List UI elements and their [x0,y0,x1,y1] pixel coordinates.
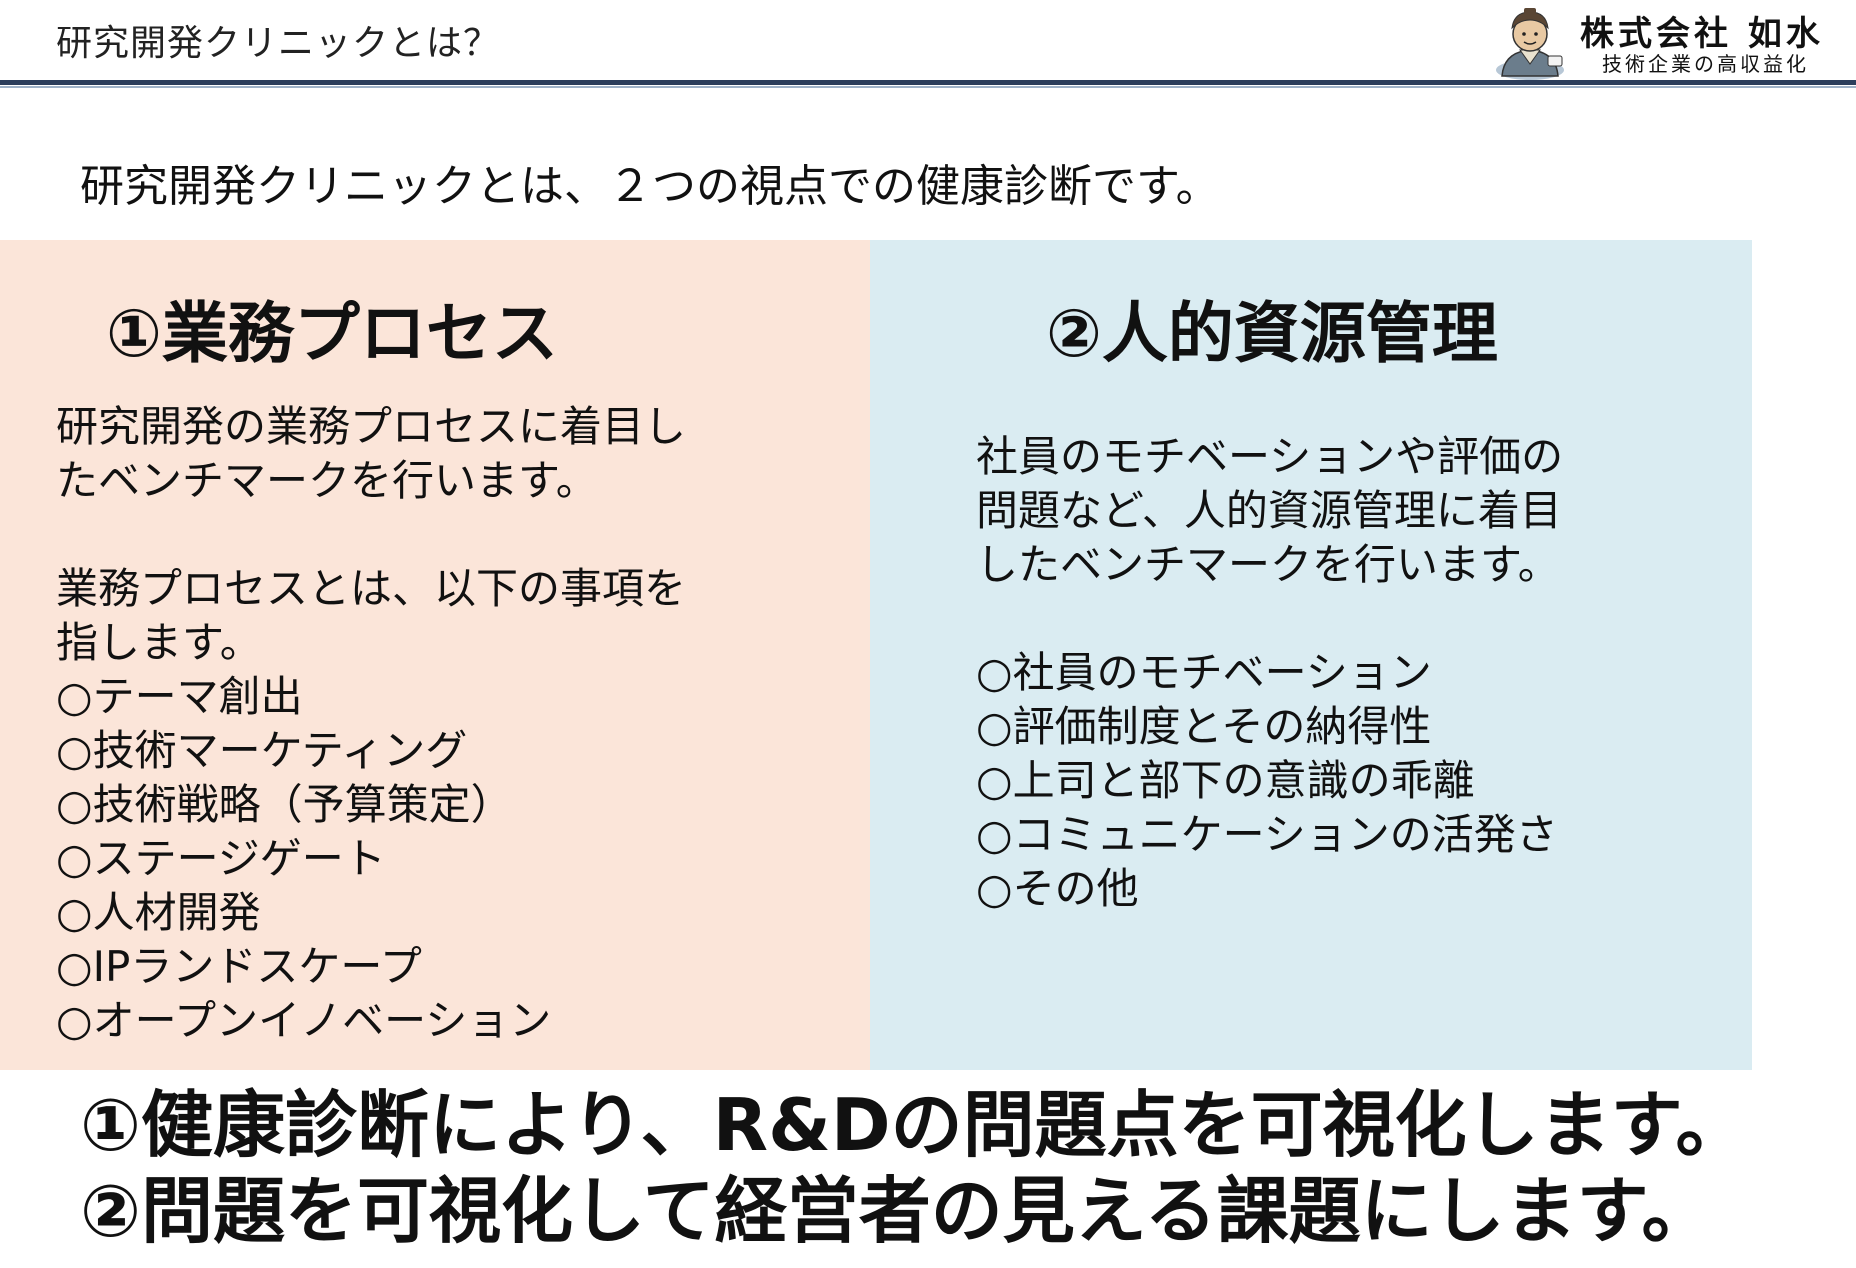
list-item: ○コミュニケーションの活発さ [976,810,1558,859]
business-process-heading: ①業務プロセス [106,295,558,372]
header-rule-thin [0,86,1856,88]
list-item: ○その他 [976,864,1139,913]
description-line: 研究開発の業務プロセスに着目し [56,402,687,451]
logo-company-name: 株式会社 如水 [1580,14,1824,54]
human-resource-heading: ②人的資源管理 [1046,295,1498,372]
description-line: したベンチマークを行います。 [976,540,1560,589]
conclusion: ①健康診断により、R&Dの問題点を可視化します。 ②問題を可視化して経営者の見え… [80,1082,1747,1254]
list-item: ○技術戦略（予算策定） [56,780,513,829]
list-item: ○上司と部下の意識の乖離 [976,756,1475,805]
list-item: ○オープンイノベーション [56,996,552,1045]
list-item: ○評価制度とその納得性 [976,702,1432,751]
list-item: ○IPランドスケープ [56,942,422,991]
description-line: 問題など、人的資源管理に着目 [976,486,1562,535]
samurai-mascot-icon [1496,8,1564,80]
conclusion-line-2: ②問題を可視化して経営者の見える課題にします。 [80,1169,1714,1253]
business-process-body: 研究開発の業務プロセスに着目し たベンチマークを行います。 業務プロセスとは、以… [56,400,686,1048]
slide-title: 研究開発クリニックとは？ [56,23,501,64]
human-resource-body: 社員のモチベーションや評価の 問題など、人的資源管理に着目 したベンチマークを行… [976,430,1563,916]
business-process-panel: ①業務プロセス 研究開発の業務プロセスに着目し たベンチマークを行います。 業務… [0,240,870,1070]
spacer [976,592,1563,646]
list-item: ○テーマ創出 [56,672,303,721]
spacer [56,508,686,562]
description-line: たベンチマークを行います。 [56,456,598,505]
slide-header: 研究開発クリニックとは？ 株式会社 如水 技術企業の高収益化 [0,0,1856,88]
intro-text: 研究開発クリニックとは、２つの視点での健康診断です。 [80,161,1220,212]
logo-tagline: 技術企業の高収益化 [1602,52,1809,76]
definition-line: 指します。 [56,618,262,667]
list-item: ○社員のモチベーション [976,648,1432,697]
list-item: ○人材開発 [56,888,261,937]
list-item: ○ステージゲート [56,834,386,883]
human-resource-panel: ②人的資源管理 社員のモチベーションや評価の 問題など、人的資源管理に着目 した… [870,240,1752,1070]
conclusion-line-1: ①健康診断により、R&Dの問題点を可視化します。 [80,1083,1748,1167]
definition-line: 業務プロセスとは、以下の事項を [56,564,687,613]
company-logo: 株式会社 如水 技術企業の高収益化 [1490,4,1830,80]
list-item: ○技術マーケティング [56,726,468,775]
header-rule [0,80,1856,85]
description-line: 社員のモチベーションや評価の [976,432,1564,481]
